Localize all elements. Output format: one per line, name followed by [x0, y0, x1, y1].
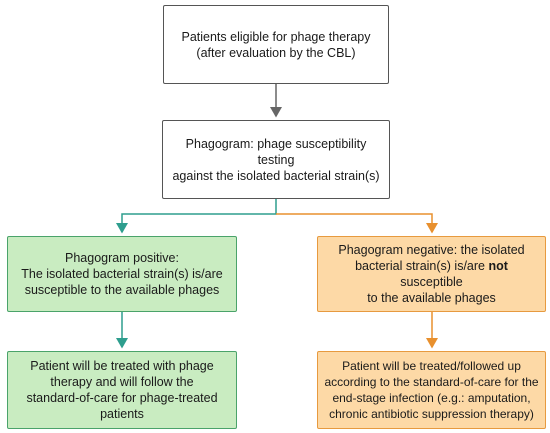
node-negative-emphasis-not: not [488, 259, 508, 273]
node-standard-of-care: Patient will be treated/followed up acco… [317, 351, 546, 429]
node-followed-line-1: Patient will be treated/followed up [342, 359, 521, 373]
node-positive-line-2: The isolated bacterial strain(s) is/are [21, 267, 223, 281]
node-negative-line-2: bacterial strain(s) is/are not susceptib… [326, 258, 537, 290]
node-treated-line-1: Patient will be treated with phage [30, 359, 214, 373]
node-treated-line-4: patients [100, 407, 144, 421]
node-treated-line-3: standard-of-care for phage-treated [26, 391, 218, 405]
node-eligible-line-2: (after evaluation by the CBL) [196, 45, 356, 60]
node-phagogram-negative: Phagogram negative: the isolated bacteri… [317, 236, 546, 312]
node-eligible-line-1: Patients eligible for phage therapy [181, 29, 371, 44]
node-followed-line-2: according to the standard-of-care for th… [324, 375, 539, 389]
node-negative-line-2-post: susceptible [400, 275, 463, 289]
node-negative-line-3: to the available phages [367, 291, 496, 305]
node-phagogram-line-2: against the isolated bacterial strain(s) [172, 168, 380, 183]
node-phagogram-line-1: Phagogram: phage susceptibility testing [185, 136, 367, 167]
node-treated-line-2: therapy and will follow the [50, 375, 194, 389]
node-negative-line-2-pre: bacterial strain(s) is/are [355, 259, 489, 273]
arrow-phagogram-to-negative [276, 213, 438, 234]
arrow-phagogram-to-positive [116, 199, 277, 234]
node-followed-line-3: end-stage infection (e.g.: amputation, [332, 391, 531, 405]
node-positive-line-3: susceptible to the available phages [24, 283, 220, 297]
node-phagogram: Phagogram: phage susceptibility testing … [162, 120, 390, 199]
node-followed-line-4: chronic antibiotic suppression therapy) [329, 407, 534, 421]
node-eligible-patients: Patients eligible for phage therapy (aft… [163, 5, 389, 84]
node-positive-line-1: Phagogram positive: [65, 251, 179, 265]
node-negative-line-1: Phagogram negative: the isolated [338, 243, 525, 257]
node-phagogram-positive: Phagogram positive: The isolated bacteri… [7, 236, 237, 312]
node-phage-treatment: Patient will be treated with phage thera… [7, 351, 237, 429]
